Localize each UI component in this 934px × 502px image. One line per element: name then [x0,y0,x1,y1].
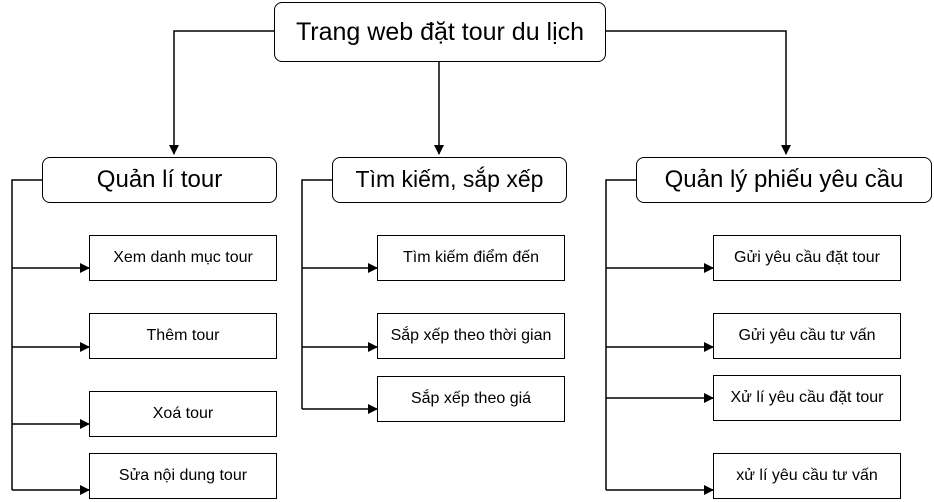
leaf-xem-danh-muc-tour: Xem danh mục tour [89,235,277,281]
leaf-them-tour: Thêm tour [89,313,277,359]
leaf-xoa-tour: Xoá tour [89,391,277,437]
connector-branch-3-trunk [605,179,636,490]
connector-root-to-quan-li-tour [169,30,274,155]
category-quan-li-tour: Quản lí tour [42,157,277,203]
leaf-tim-kiem-diem-den: Tìm kiếm điểm đến [377,235,565,281]
category-quan-ly-phieu-yeu-cau: Quản lý phiếu yêu cầu [636,157,932,203]
category-tim-kiem-sap-xep: Tìm kiếm, sắp xếp [332,157,567,203]
leaf-gui-yeu-cau-tu-van: Gửi yêu cầu tư vấn [713,313,901,359]
leaf-xu-li-yeu-cau-dat-tour: Xử lí yêu cầu đặt tour [713,375,901,421]
leaf-sap-xep-theo-gia: Sắp xếp theo giá [377,376,565,422]
connector-branch-1-trunk [11,179,42,490]
root-node: Trang web đặt tour du lịch [274,2,606,62]
connector-root-to-phieu-yeu-cau [606,30,791,155]
leaf-xu-li-yeu-cau-tu-van: xử lí yêu cầu tư vấn [713,453,901,499]
leaf-sua-noi-dung-tour: Sửa nội dung tour [89,453,277,499]
leaf-gui-yeu-cau-dat-tour: Gửi yêu cầu đặt tour [713,235,901,281]
connector-branch-2-trunk [301,179,332,409]
leaf-sap-xep-theo-thoi-gian: Sắp xếp theo thời gian [377,313,565,359]
